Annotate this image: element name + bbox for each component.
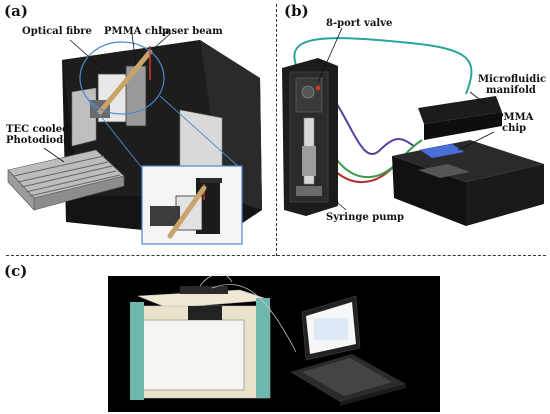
zoom-inset <box>141 165 243 245</box>
callout-microfluidic-manifold: Microfluidic manifold <box>478 74 546 96</box>
callout-pmma-chip-a: PMMA chip <box>104 26 170 37</box>
panel-label-a: (a) <box>4 2 28 20</box>
callout-photodiode-line2: Photodiode <box>6 135 70 146</box>
microfluidic-manifold <box>418 96 502 140</box>
laptop <box>290 295 406 406</box>
instrument-case <box>130 273 297 400</box>
panel-label-b: (b) <box>284 2 309 20</box>
callout-chip-line2: chip <box>502 123 527 134</box>
panel-divider-horizontal <box>6 255 546 256</box>
panel-a-illustration <box>7 33 262 245</box>
callout-photodiode-line1: TEC cooled <box>6 124 70 135</box>
panel-b-illustration <box>282 27 544 226</box>
callout-8-port-valve: 8-port valve <box>326 18 393 29</box>
pmma-chip-b <box>419 143 465 159</box>
callout-laser-beam: Laser beam <box>158 26 223 37</box>
syringe-pump <box>282 58 338 216</box>
optical-fibre-rod <box>97 49 153 115</box>
callout-manifold-line2: manifold <box>486 85 536 96</box>
panel-label-c: (c) <box>4 262 28 280</box>
callout-optical-fibre: Optical fibre <box>22 26 92 37</box>
callout-chip-line1: PMMA <box>496 112 534 123</box>
zoom-ellipse <box>79 41 165 115</box>
tube-teal <box>293 37 473 95</box>
callout-syringe-pump: Syringe pump <box>326 212 405 223</box>
optics-block <box>90 65 147 127</box>
callout-pmma-chip-b: PMMA chip <box>496 112 533 134</box>
callout-photodiode: TEC cooled Photodiode <box>6 124 70 146</box>
panel-divider-vertical <box>276 4 277 256</box>
tube-purple <box>317 79 415 155</box>
callout-manifold-line1: Microfluidic <box>478 74 547 85</box>
heat-sink <box>7 149 125 211</box>
